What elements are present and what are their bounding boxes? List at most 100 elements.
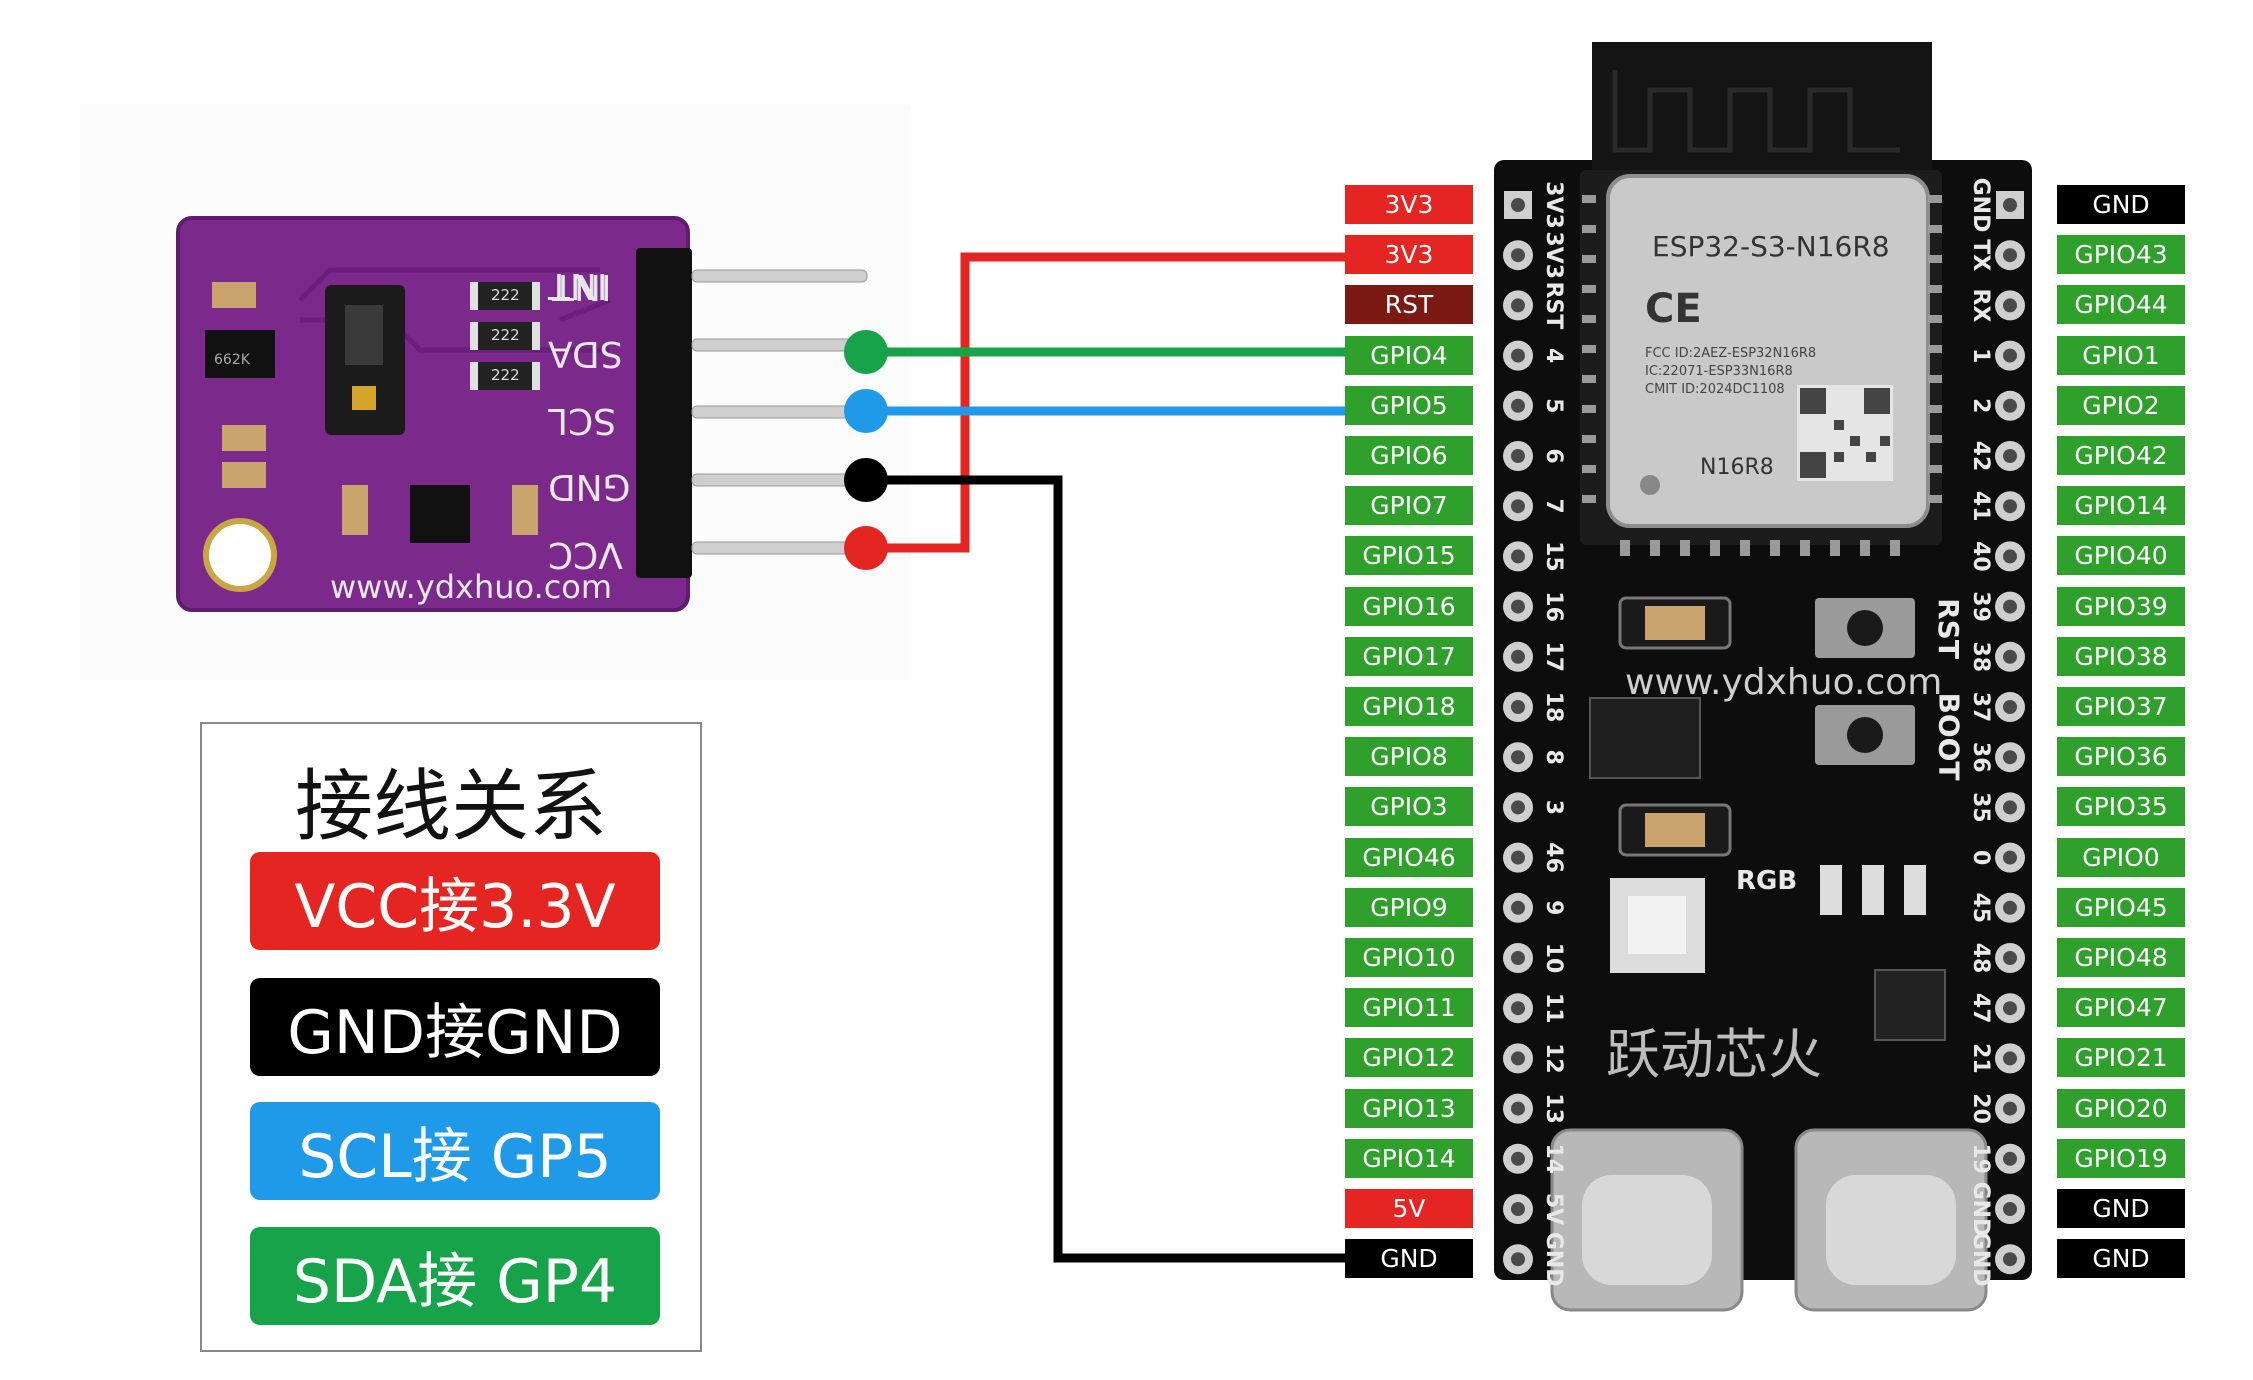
header-hole [1511,850,1525,865]
esp32-board [1494,42,2032,1312]
left-silk-label: 5 [1541,398,1566,413]
right-silk-label: 39 [1968,591,1993,622]
cert-line-3: CMIT ID:2024DC1108 [1645,382,1785,397]
legend-title: 接线关系 [294,762,607,852]
right-pin-label: GPIO1 [2057,335,2185,375]
rgb-label: RGB [1736,866,1798,896]
left-pin-label: GPIO12 [1345,1038,1473,1078]
legend-item-sda: SDA接 GP4 [250,1227,660,1325]
right-silk-label: TX [1968,239,1993,271]
right-pin-label: GPIO40 [2057,536,2185,576]
left-pin-label: GND [1345,1239,1473,1279]
header-hole [2003,198,2017,212]
header-hole [2003,900,2017,915]
right-pin-label: GPIO21 [2057,1038,2185,1078]
left-pin-label: 3V3 [1345,235,1473,275]
left-silk-label: RST [1541,282,1566,330]
left-silk-label: 3 [1541,800,1566,815]
left-silk-label: 3V3 [1541,181,1566,229]
vcc-endpoint [844,526,888,570]
sensor-header-pins [691,269,868,555]
left-silk-label: 10 [1541,943,1566,974]
left-silk-label: 16 [1541,591,1566,622]
left-pin-label: GPIO16 [1345,586,1473,626]
right-pin-label: GPIO35 [2057,787,2185,827]
legend-box: 接线关系 VCC接3.3V GND接GND SCL接 GP5 SDA接 GP4 [200,722,702,1352]
ce-mark: CE [1645,286,1702,332]
left-pin-label: GPIO17 [1345,636,1473,676]
header-hole [1511,700,1525,714]
right-pin-label: GND [2057,1239,2185,1279]
sensor-resistor-label-3: 222 [491,366,520,384]
legend-item-vcc: VCC接3.3V [250,852,660,950]
sensor-resistor-label-1: 222 [491,286,520,304]
left-pin-label: 5V [1345,1189,1473,1228]
legend-item-gnd: GND接GND [250,978,660,1076]
header-hole [1511,549,1525,564]
right-pin-label: GPIO20 [2057,1088,2185,1128]
sensor-resistor-label-2: 222 [491,326,520,344]
right-pin-label: GPIO47 [2057,988,2185,1028]
cert-line-2: IC:22071-ESP33N16R8 [1645,364,1793,379]
right-pin-label: GPIO37 [2057,687,2185,726]
left-silk-label: 5V [1541,1193,1566,1225]
right-pin-label: GPIO43 [2057,235,2185,275]
right-silk-label: 47 [1968,993,1993,1024]
header-hole [2003,649,2017,664]
header-hole [2003,850,2017,865]
header-hole [2003,248,2017,263]
left-pin-label: GPIO18 [1345,687,1473,726]
header-hole [2003,549,2017,564]
right-pin-label: GPIO14 [2057,486,2185,526]
header-hole [1511,398,1525,413]
wire-vcc-3v3 [866,252,1345,553]
header-hole [2003,599,2017,614]
left-silk-label: GND [1541,1232,1566,1287]
left-pin-label: GPIO8 [1345,737,1473,777]
left-silk-label: 8 [1541,750,1566,765]
sensor-pin-label-int: INT [548,265,608,306]
left-pin-label: GPIO7 [1345,486,1473,526]
right-pin-label: GPIO19 [2057,1138,2185,1178]
boot-button-label: BOOT [1932,692,1966,781]
header-hole [1511,1252,1525,1267]
right-pin-label: GPIO36 [2057,737,2185,777]
left-pin-label: GPIO3 [1345,787,1473,827]
right-silk-label: 41 [1968,491,1993,522]
header-hole [2003,951,2017,965]
right-pin-label: GND [2057,185,2185,224]
right-silk-label: GND [1968,1182,1993,1237]
left-silk-label: 18 [1541,692,1566,723]
header-hole [2003,499,2017,514]
right-silk-label: 0 [1968,850,1993,865]
header-hole [2003,348,2017,363]
left-silk-label: 11 [1541,993,1566,1024]
header-hole [1511,248,1525,263]
right-silk-label: 2 [1968,398,1993,413]
wire-endpoints [844,330,888,570]
header-hole [1511,951,1525,965]
header-hole [1511,1101,1525,1116]
sensor-pin-label-scl: SCL [548,400,617,441]
right-silk-label: 1 [1968,348,1993,363]
left-silk-label: 9 [1541,900,1566,915]
header-hole [2003,449,2017,463]
right-silk-label: 21 [1968,1043,1993,1074]
module-name: ESP32-S3-N16R8 [1652,230,1890,263]
left-pin-label: GPIO10 [1345,938,1473,977]
right-pin-label: GPIO45 [2057,887,2185,927]
left-silk-label: 15 [1541,541,1566,572]
right-silk-label: 19 [1968,1143,1993,1174]
right-silk-label: RX [1968,288,1993,322]
sensor-chip-label: 662K [214,352,250,368]
right-pin-label: GPIO48 [2057,938,2185,977]
right-pin-label: GPIO38 [2057,636,2185,676]
header-hole [2003,750,2017,765]
right-pin-label: GPIO0 [2057,837,2185,877]
left-silk-label: 46 [1541,842,1566,873]
left-silkscreen: 3V33V3RST4567151617188346910111213145VGN… [1541,181,1566,1286]
header-hole [1511,1051,1525,1066]
header-hole [2003,1051,2017,1066]
right-silk-label: 42 [1968,441,1993,472]
